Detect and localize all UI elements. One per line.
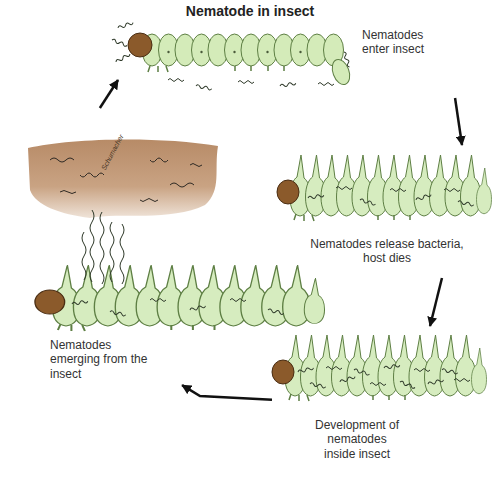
dead-larva — [277, 155, 492, 221]
cycle-arrow — [430, 278, 442, 326]
stage-node: Nematodes enter insect — [118, 22, 468, 98]
stage-node: Development of nematodes inside insect — [272, 326, 477, 465]
cycle-arrow — [100, 80, 118, 108]
stage-node: Nematodes release bacteria, host dies — [268, 145, 496, 278]
stage-label: Nematodes emerging from the insect — [50, 338, 155, 381]
infested-larva — [272, 335, 487, 401]
soil — [28, 139, 218, 218]
stage-label: Nematodes release bacteria, host dies — [298, 237, 476, 266]
stage-label: Nematodes enter insect — [362, 28, 442, 57]
living-larva — [128, 33, 353, 87]
cycle-arrow — [455, 98, 462, 145]
cycle-arrow — [182, 385, 272, 400]
stage-label: Development of nematodes inside insect — [312, 418, 402, 461]
entering-nematodes — [111, 21, 350, 90]
stage-node: Nematodes emerging from the insect — [24, 108, 268, 385]
emerging-larva — [35, 210, 325, 331]
diagram-title: Nematode in insect — [0, 3, 500, 19]
